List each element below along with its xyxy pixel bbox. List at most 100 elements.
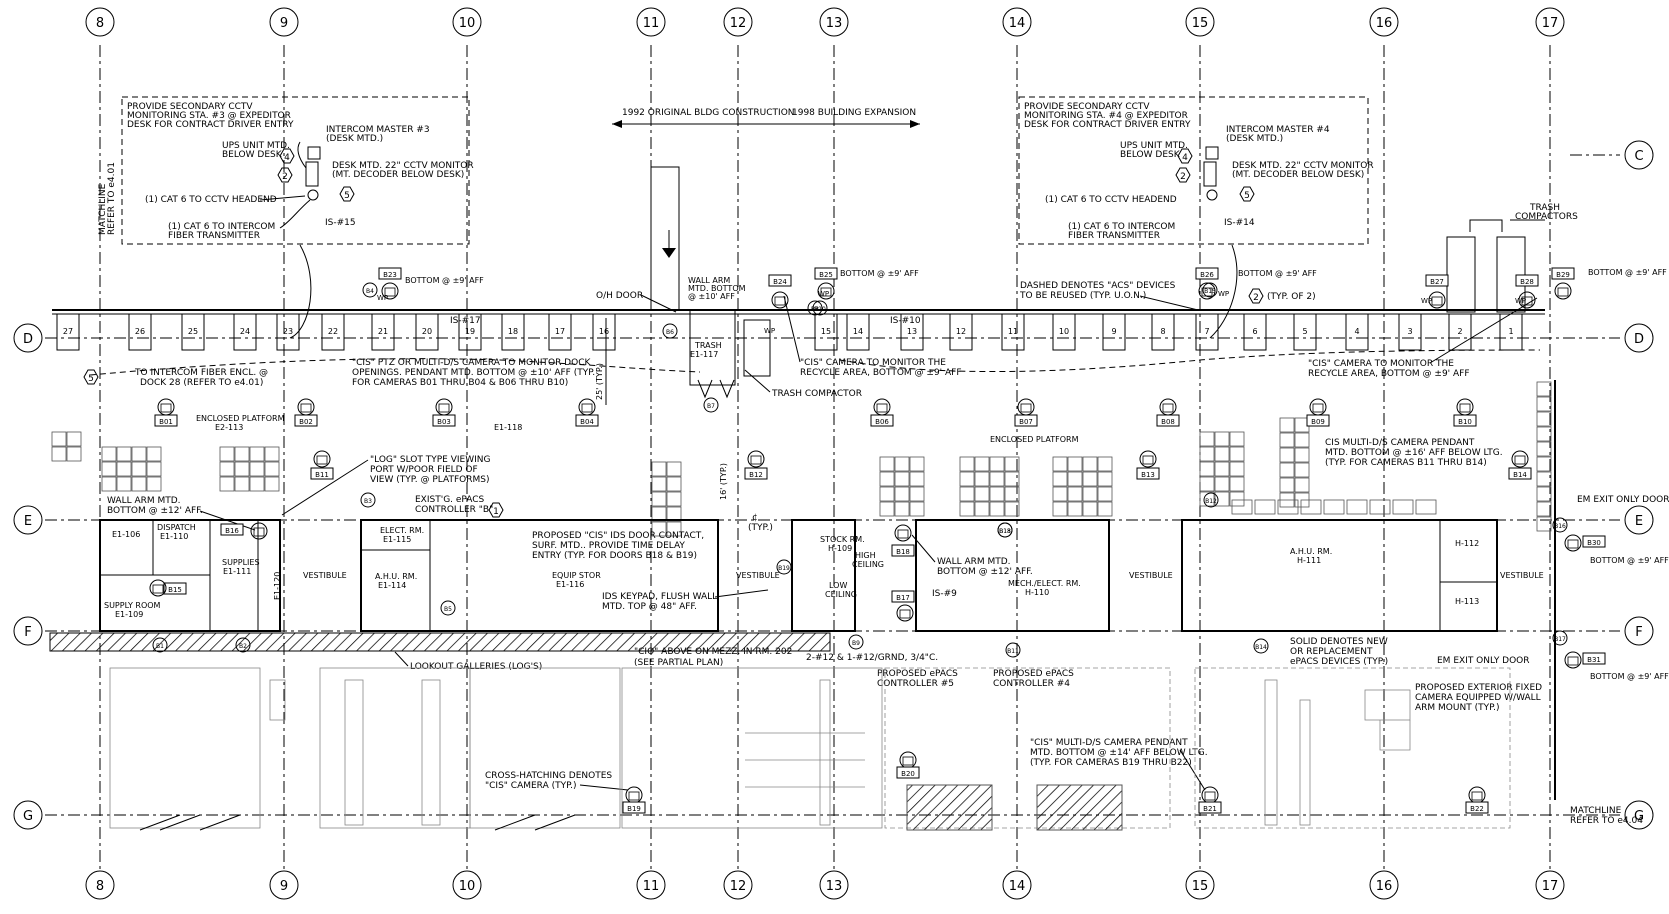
device-tag: [235, 637, 251, 653]
is17-label: IS-#17: [450, 316, 481, 326]
rack-bay: [234, 461, 250, 477]
rack-bay: [909, 471, 925, 487]
fiber-encl-note: TO INTERCOM FIBER ENCL. @DOCK 28 (REFER …: [134, 368, 268, 388]
rack-bay: [974, 501, 990, 517]
hex-tag: 5: [1244, 191, 1250, 201]
platform-camera-tag: [294, 414, 318, 427]
camera-icon: [894, 524, 912, 542]
rack-bay: [1536, 426, 1552, 442]
station4-is: IS-#14: [1224, 218, 1255, 228]
camera-hatch-icon: [316, 455, 328, 465]
rack-bay: [1199, 446, 1215, 462]
lower-camera-tag: [220, 523, 244, 536]
rack-bay: [1536, 396, 1552, 412]
dock-number: 15: [821, 327, 831, 336]
rack-bay: [1214, 446, 1230, 462]
camera-icon: [896, 604, 914, 622]
rack-bay: [219, 461, 235, 477]
rack-bay: [1004, 501, 1020, 517]
rack-bay: [1229, 476, 1245, 492]
lower-camera-tag: [891, 544, 915, 557]
rack-bay: [1082, 486, 1098, 502]
camera-hatch-icon: [899, 609, 911, 619]
dock-door: [1195, 313, 1219, 351]
rack-bay: [1097, 456, 1113, 472]
rack-bay: [1199, 476, 1215, 492]
camera-hatch-icon: [628, 791, 640, 801]
grid-col-label: 10: [459, 16, 476, 31]
weatherproof-label: WP: [1515, 297, 1526, 305]
construction-arrow: 1992 ORIGINAL BLDG CONSTRUCTION 1998 BUI…: [612, 108, 920, 128]
camera-tag-label: B17: [896, 594, 910, 602]
rack-bay: [959, 456, 975, 472]
rack-bay: [1279, 447, 1295, 463]
camera-tag-label: B06: [875, 418, 889, 426]
device-tag-label: B11: [1007, 648, 1019, 655]
grid-col-label: 16: [1376, 16, 1393, 31]
room-vestibule-1: VESTIBULE: [303, 571, 347, 580]
rack-bay: [894, 456, 910, 472]
platform-camera-tag: [154, 414, 178, 427]
typ-of-2-note: (TYP. OF 2): [1267, 292, 1316, 302]
camera-hatch-icon: [160, 403, 172, 413]
bottom-b30: BOTTOM @ ±9' AFF: [1590, 556, 1669, 565]
dock-door: [1151, 313, 1175, 351]
cl-typ: ¢(TYP.): [748, 513, 773, 533]
camera-hatch-icon: [1521, 296, 1533, 306]
rack-bay: [1004, 471, 1020, 487]
rack-bay: [666, 506, 682, 522]
dock-number: 2: [1457, 327, 1462, 336]
platform-camera-tag: [1306, 414, 1330, 427]
rack-bay: [989, 501, 1005, 517]
camera-hatch-icon: [750, 455, 762, 465]
hex-tag: 5: [344, 191, 350, 201]
grid-col-label: 15: [1192, 879, 1209, 894]
camera-hatch-icon: [1431, 296, 1443, 306]
rack-bay: [989, 486, 1005, 502]
camera-hatch-icon: [1312, 403, 1324, 413]
rack-bay: [1392, 499, 1414, 515]
dock-number: 4: [1354, 327, 1359, 336]
station4-ups: UPS UNIT MTD.BELOW DESK: [1120, 141, 1188, 160]
device-tag-label: B13: [999, 528, 1011, 535]
camera-icon: [381, 282, 399, 300]
grid-bubbles-rows: C D D E E F F G G: [13, 140, 1654, 830]
device-tag: [1005, 642, 1021, 658]
dock-number: 26: [135, 327, 145, 336]
dock-number: 3: [1407, 327, 1412, 336]
room-elect: ELECT. RM.E1-115: [380, 526, 424, 544]
camera-tag-label: B15: [168, 586, 182, 594]
rack-bay: [249, 446, 265, 462]
camera-hatch-icon: [1204, 791, 1216, 801]
camera-tag-label: B29: [1556, 271, 1570, 279]
platform-camera-tag: [575, 414, 599, 427]
dock-number: 6: [1252, 327, 1257, 336]
cis-ptz-note: "CIS" PTZ OR MULTI-D/S CAMERA TO MONITOR…: [352, 358, 595, 388]
top-camera-tag: [768, 274, 792, 287]
camera-icon: [625, 786, 643, 804]
rack-bay: [1229, 461, 1245, 477]
bottom-notes: "CIO" ABOVE ON MEZZ. IN RM. 202(SEE PART…: [394, 589, 1542, 791]
top-camera-tag: [814, 267, 838, 280]
camera-tag-label: B01: [159, 418, 173, 426]
camera-icon: [817, 282, 835, 300]
dock-door: [501, 313, 525, 351]
grid-col-label: 8: [96, 16, 104, 31]
room-ahu-2: A.H.U. RM.H-111: [1290, 547, 1332, 565]
rack-bay: [1229, 431, 1245, 447]
dock-number: 16: [599, 327, 609, 336]
rack-bay: [879, 501, 895, 517]
rack-bay: [1536, 471, 1552, 487]
camera-tag-label: B20: [901, 770, 915, 778]
rack-bay: [1199, 431, 1215, 447]
dock-number: 1: [1508, 327, 1513, 336]
wall-arm-f-note: WALL ARM MTD.BOTTOM @ ±12' AFF.: [937, 557, 1033, 577]
